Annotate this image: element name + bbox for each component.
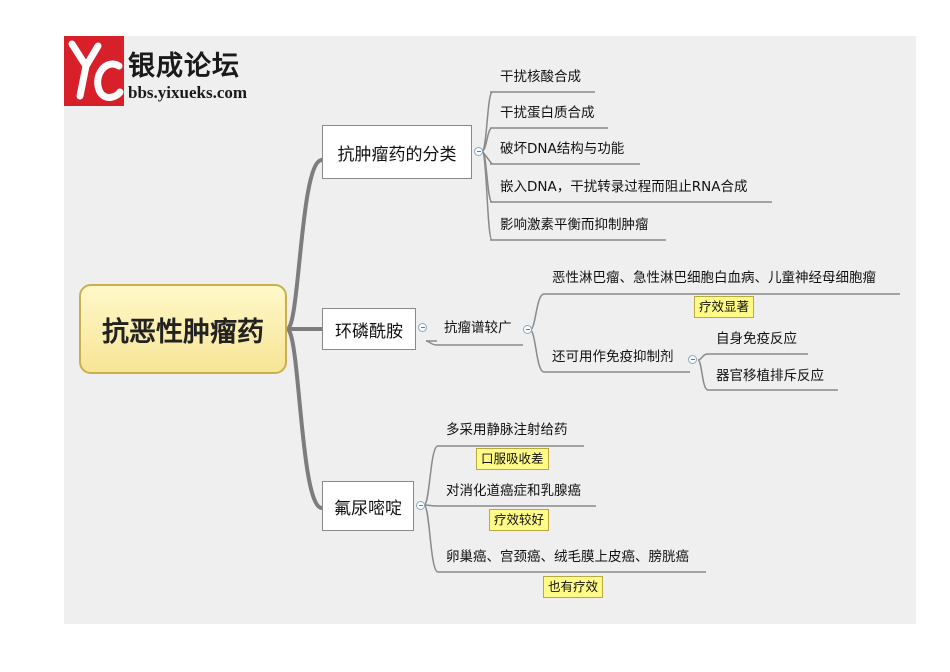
node-cyclophosphamide: 环磷酰胺 — [322, 308, 416, 350]
immuno-item-1: 自身免疫反应 — [716, 331, 797, 347]
category-item-5: 影响激素平衡而抑制肿瘤 — [500, 217, 649, 233]
indications-text: 恶性淋巴瘤、急性淋巴细胞白血病、儿童神经母细胞瘤 — [552, 270, 876, 286]
collapse-toggle-categories[interactable] — [474, 147, 483, 156]
collapse-toggle-fluorouracil[interactable] — [416, 501, 425, 510]
fluorouracil-item-1: 多采用静脉注射给药 — [446, 422, 568, 438]
indications-note: 疗效显著 — [694, 296, 755, 319]
collapse-toggle-broad-spectrum[interactable] — [523, 325, 532, 334]
immunosuppressant-text: 还可用作免疫抑制剂 — [552, 349, 674, 365]
fluorouracil-item-2: 对消化道癌症和乳腺癌 — [446, 483, 581, 499]
logo-name: 银成论坛 — [128, 51, 240, 82]
category-item-4: 嵌入DNA，干扰转录过程而阻止RNA合成 — [500, 179, 748, 195]
fluorouracil-item-3: 卵巢癌、宫颈癌、绒毛膜上皮癌、膀胱癌 — [446, 549, 689, 565]
fluorouracil-note-1: 口服吸收差 — [476, 448, 549, 471]
yc-logo-mark — [64, 36, 124, 106]
category-item-2: 干扰蛋白质合成 — [500, 105, 595, 121]
node-broad-spectrum: 抗瘤谱较广 — [444, 320, 512, 336]
fluorouracil-note-3: 也有疗效 — [543, 576, 604, 599]
fluorouracil-note-2: 疗效较好 — [489, 509, 550, 532]
collapse-toggle-immunosuppressant[interactable] — [688, 355, 697, 364]
category-item-1: 干扰核酸合成 — [500, 69, 581, 85]
node-categories: 抗肿瘤药的分类 — [322, 125, 472, 179]
logo-url: bbs.yixueks.com — [128, 83, 248, 102]
immuno-item-2: 器官移植排斥反应 — [716, 368, 824, 384]
root-node: 抗恶性肿瘤药 — [79, 284, 287, 374]
category-item-3: 破坏DNA结构与功能 — [500, 141, 625, 157]
collapse-toggle-cyclophosphamide[interactable] — [418, 323, 427, 332]
node-fluorouracil: 氟尿嘧啶 — [322, 481, 414, 531]
